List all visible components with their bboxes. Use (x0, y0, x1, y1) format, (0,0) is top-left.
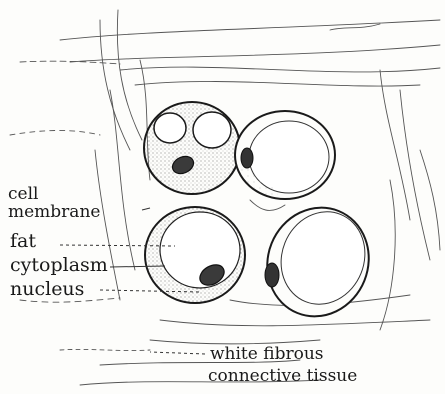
label-connective-tissue: connective tissue (208, 368, 357, 385)
fat-vacuole (193, 112, 231, 148)
label-fat: fat (10, 232, 36, 251)
label-cell: cell (8, 186, 38, 203)
nucleus (241, 148, 253, 168)
fat-cell-bottom-right (251, 192, 385, 331)
fat-cell-top-right (235, 111, 335, 199)
label-cytoplasm: cytoplasm (10, 256, 108, 275)
fat-cell-top-left (144, 102, 240, 194)
fat-cell-bottom-left (145, 207, 245, 303)
fat-vacuole (154, 113, 186, 143)
nucleus (265, 263, 279, 287)
connective-tissue-fibers (10, 10, 440, 385)
label-nucleus: nucleus (10, 280, 84, 299)
label-membrane: membrane (8, 204, 100, 221)
label-white-fibrous: white fibrous (210, 346, 324, 363)
